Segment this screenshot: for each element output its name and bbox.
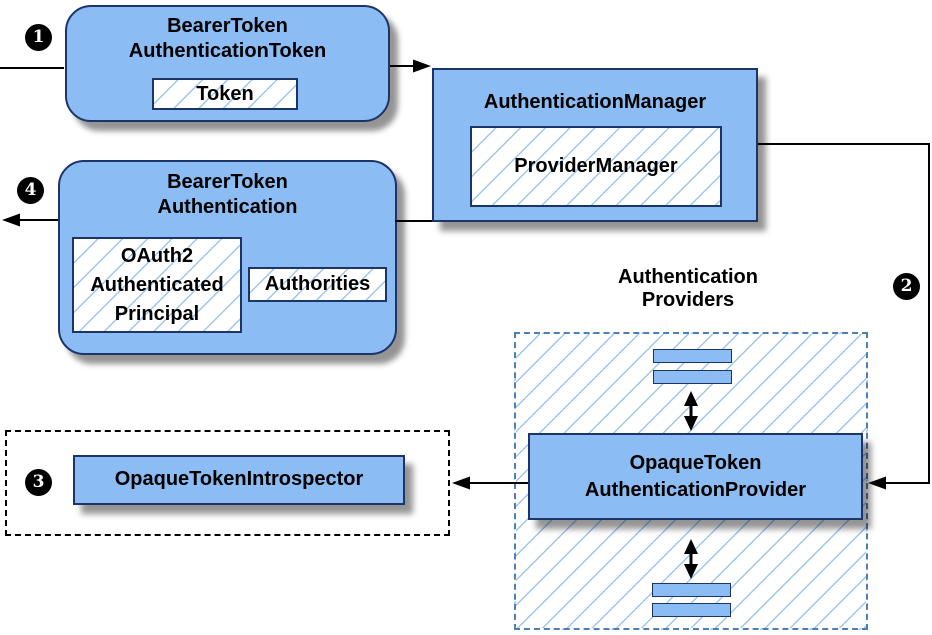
other-provider-bar-bottom-1 xyxy=(652,583,731,597)
other-provider-bar-bottom-2 xyxy=(652,603,731,617)
token-to-manager-arrowhead-icon xyxy=(413,59,431,73)
opaque-token-authentication-provider-title-line1: OpaqueToken xyxy=(629,452,762,474)
opaque-token-authentication-provider-title-line2: AuthenticationProvider xyxy=(584,479,807,501)
authentication-providers-label-line1: Authentication xyxy=(618,266,758,288)
bearer-token-authentication-title-line2: Authentication xyxy=(157,196,298,218)
principal-line2: Authenticated xyxy=(90,274,224,296)
authentication-out-arrowhead-icon xyxy=(2,213,20,227)
other-provider-bar-top-1 xyxy=(653,349,732,363)
bearer-token-authentication-title-line1: BearerToken xyxy=(167,171,288,193)
authentication-providers-label: Authentication Providers xyxy=(558,266,818,312)
step-3-badge: 3 xyxy=(25,469,52,496)
authentication-manager-title: AuthenticationManager xyxy=(483,91,707,113)
authorities-box: Authorities xyxy=(248,267,387,302)
token-box: Token xyxy=(152,78,298,110)
step-1-badge: 1 xyxy=(25,24,52,51)
node-opaque-token-introspector: OpaqueTokenIntrospector xyxy=(73,455,405,505)
step-2-badge: 2 xyxy=(893,273,920,300)
manager-to-provider-arrowhead-icon xyxy=(868,476,886,490)
principal-line3: Principal xyxy=(114,303,200,325)
oauth2-authenticated-principal-box: OAuth2 Authenticated Principal xyxy=(72,237,242,333)
bearer-token-authentication-token-title-line1: BearerToken xyxy=(167,15,288,37)
step-4-badge: 4 xyxy=(17,177,44,204)
principal-line1: OAuth2 xyxy=(120,245,194,267)
node-opaque-token-authentication-provider: OpaqueToken AuthenticationProvider xyxy=(528,433,863,520)
authentication-providers-label-line2: Providers xyxy=(641,289,735,311)
opaque-token-introspector-frame xyxy=(5,430,450,536)
provider-manager-box: ProviderManager xyxy=(470,126,722,207)
other-provider-bar-top-2 xyxy=(653,370,732,384)
bearer-token-authentication-token-title-line2: AuthenticationToken xyxy=(128,40,327,62)
provider-to-introspector-arrowhead-icon xyxy=(452,476,470,490)
